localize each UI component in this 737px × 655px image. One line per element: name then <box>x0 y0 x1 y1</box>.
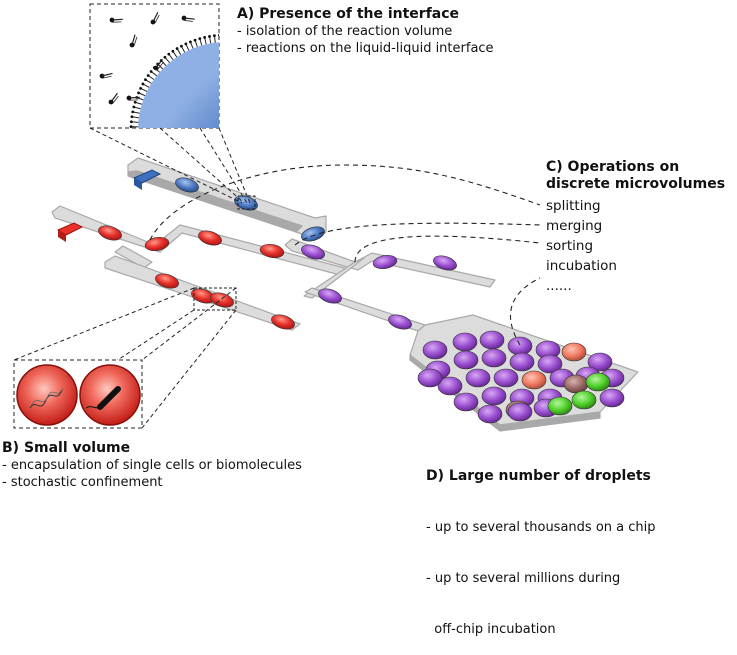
green-droplet <box>586 373 610 391</box>
green-droplet <box>572 391 596 409</box>
section-d-line: off-chip incubation <box>426 621 656 638</box>
purple-droplet <box>508 337 532 355</box>
section-a-line: - isolation of the reaction volume <box>237 23 494 40</box>
purple-droplet <box>510 353 534 371</box>
section-a-title: A) Presence of the interface <box>237 6 494 23</box>
salmon-droplet <box>522 371 546 389</box>
section-c-heading: C) Operations on discrete microvolumes <box>546 159 725 193</box>
section-d-title: D) Large number of droplets <box>426 468 656 485</box>
section-b-line: - encapsulation of single cells or biomo… <box>2 457 302 474</box>
purple-droplet <box>480 331 504 349</box>
droplet-layer <box>97 175 459 332</box>
purple-droplet <box>600 389 624 407</box>
purple-droplet <box>423 341 447 359</box>
section-b-title: B) Small volume <box>2 440 302 457</box>
section-a-line: - reactions on the liquid-liquid interfa… <box>237 40 494 57</box>
operation-item: merging <box>546 216 617 236</box>
section-c-title: C) Operations on <box>546 159 725 176</box>
section-b: B) Small volume - encapsulation of singl… <box>2 440 302 491</box>
purple-droplet <box>508 403 532 421</box>
inset-small-volume <box>14 288 236 428</box>
green-droplet <box>548 397 572 415</box>
purple-droplet <box>478 405 502 423</box>
section-d-line: - up to several thousands on a chip <box>426 519 656 536</box>
salmon-droplet <box>562 343 586 361</box>
purple-droplet <box>418 369 442 387</box>
operations-list: splitting merging sorting incubation ...… <box>546 196 617 296</box>
purple-droplet <box>482 349 506 367</box>
brown-droplet <box>564 375 588 393</box>
operation-item: splitting <box>546 196 617 216</box>
droplet-with-dna <box>17 365 77 425</box>
section-c-title-2: discrete microvolumes <box>546 176 725 193</box>
channel-top-side <box>128 171 302 232</box>
purple-droplet <box>454 393 478 411</box>
section-a: A) Presence of the interface - isolation… <box>237 6 494 57</box>
section-d-line: - up to several millions during <box>426 570 656 587</box>
operation-item: ...... <box>546 276 617 296</box>
section-d: D) Large number of droplets - up to seve… <box>426 434 656 655</box>
purple-droplet <box>466 369 490 387</box>
operation-item: sorting <box>546 236 617 256</box>
purple-droplet <box>482 387 506 405</box>
section-b-line: - stochastic confinement <box>2 474 302 491</box>
purple-droplet <box>454 351 478 369</box>
operation-item: incubation <box>546 256 617 276</box>
purple-droplet <box>494 369 518 387</box>
purple-droplet <box>453 333 477 351</box>
